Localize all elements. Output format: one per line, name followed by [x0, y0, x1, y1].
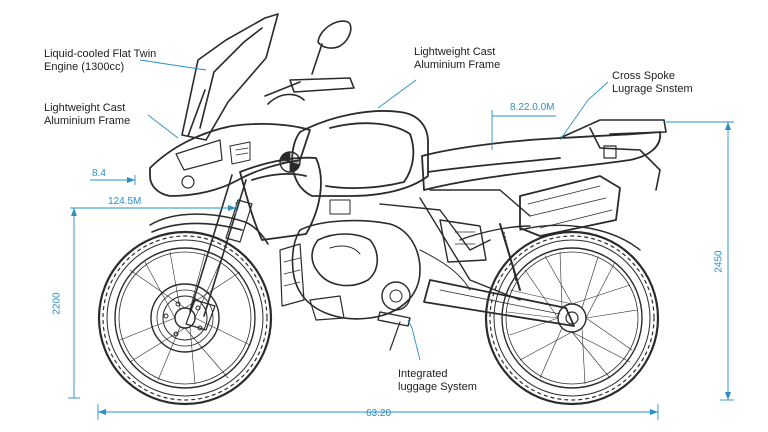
- dimension-top-length: 8.22.0.0M: [510, 102, 555, 113]
- swingarm: [423, 223, 575, 327]
- dimension-reach: 124.5M: [108, 196, 142, 207]
- label-luggage-bottom: Integrated luggage System: [398, 368, 477, 393]
- dimension-small: 8.4: [92, 168, 106, 179]
- front-wheel: [97, 230, 273, 406]
- windscreen: [181, 13, 279, 141]
- label-frame-left: Lightweight Cast Aluminium Frame: [44, 102, 131, 127]
- label-engine: Liquid-cooled Flat Twin Engine (1300cc): [44, 48, 157, 73]
- label-luggage-top: Cross Spoke Lugrage Snstem: [612, 70, 693, 95]
- rear-wheel: [484, 230, 660, 406]
- dimension-height-right: 2450: [713, 250, 725, 273]
- rear-fender: [519, 224, 641, 251]
- luggage-rack: [559, 119, 667, 191]
- dimension-height-left: 2200: [51, 292, 63, 315]
- footpeg: [377, 311, 411, 351]
- front-fork: [185, 174, 253, 331]
- front-fender: [149, 213, 269, 245]
- handlebars: [264, 20, 355, 105]
- front-brake: [162, 295, 208, 341]
- exhaust: [459, 175, 621, 241]
- front-fairing: [149, 123, 311, 197]
- frame: [379, 189, 531, 301]
- dimension-arrows: [71, 122, 731, 415]
- seat: [421, 131, 662, 191]
- callout-lines: [139, 59, 609, 361]
- dimension-overall-length: 63.20: [366, 408, 392, 419]
- label-frame-top: Lightweight Cast Aluminium Frame: [414, 46, 501, 71]
- engine: [279, 199, 421, 321]
- fuel-tank: [239, 110, 429, 241]
